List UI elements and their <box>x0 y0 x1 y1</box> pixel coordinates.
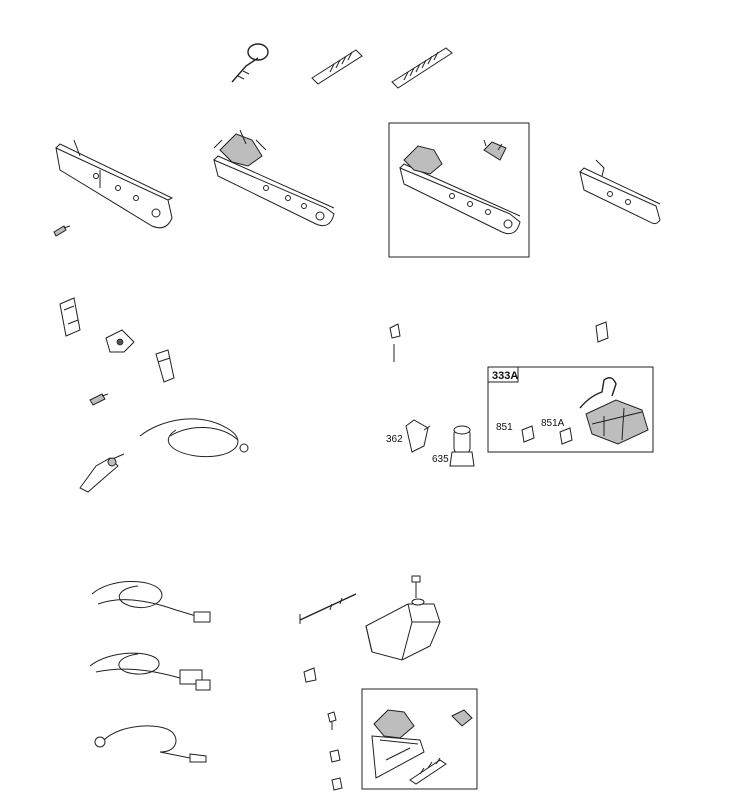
kit-label-333a: 333A <box>492 370 518 382</box>
spring-link-part <box>231 43 269 83</box>
part-635: 635 <box>432 425 475 467</box>
kit-box-lower <box>361 688 478 790</box>
nut <box>331 777 343 791</box>
screw-1 <box>327 711 337 730</box>
wire-harness-2 <box>89 652 211 691</box>
callout-362: 362 <box>386 434 403 445</box>
cable-clip <box>59 297 81 337</box>
mounting-clip <box>155 349 175 383</box>
part-851: 851 <box>496 422 535 443</box>
fitting-top <box>389 323 401 362</box>
callout-851a: 851A <box>541 418 565 429</box>
throttle-lever <box>79 453 125 493</box>
control-cover <box>365 598 441 661</box>
bracket-screw <box>53 225 71 237</box>
control-bracket-with-levers <box>213 129 335 227</box>
cover-screw <box>411 575 421 598</box>
clip-screw <box>89 393 109 406</box>
ignition-module <box>579 377 649 445</box>
callout-851: 851 <box>496 422 513 433</box>
short-spring-part <box>311 49 363 85</box>
screw-2 <box>329 749 341 763</box>
part-851a: 851A <box>541 418 573 445</box>
part-362: 362 <box>386 419 431 453</box>
kit-box-333a: 333A 851 851A <box>487 366 654 453</box>
governor-rod <box>299 593 357 624</box>
control-bracket-plain <box>55 139 174 229</box>
callout-635: 635 <box>432 454 449 465</box>
clip-block <box>105 329 135 353</box>
small-clip <box>303 667 317 683</box>
ground-wire <box>94 725 207 763</box>
long-spring-part <box>391 47 453 89</box>
kit-box-bracket-assembly <box>388 122 530 258</box>
wire-harness-1 <box>91 580 211 623</box>
throttle-cable <box>139 418 249 458</box>
fitting-right <box>595 321 609 343</box>
small-control-bracket <box>579 159 661 225</box>
